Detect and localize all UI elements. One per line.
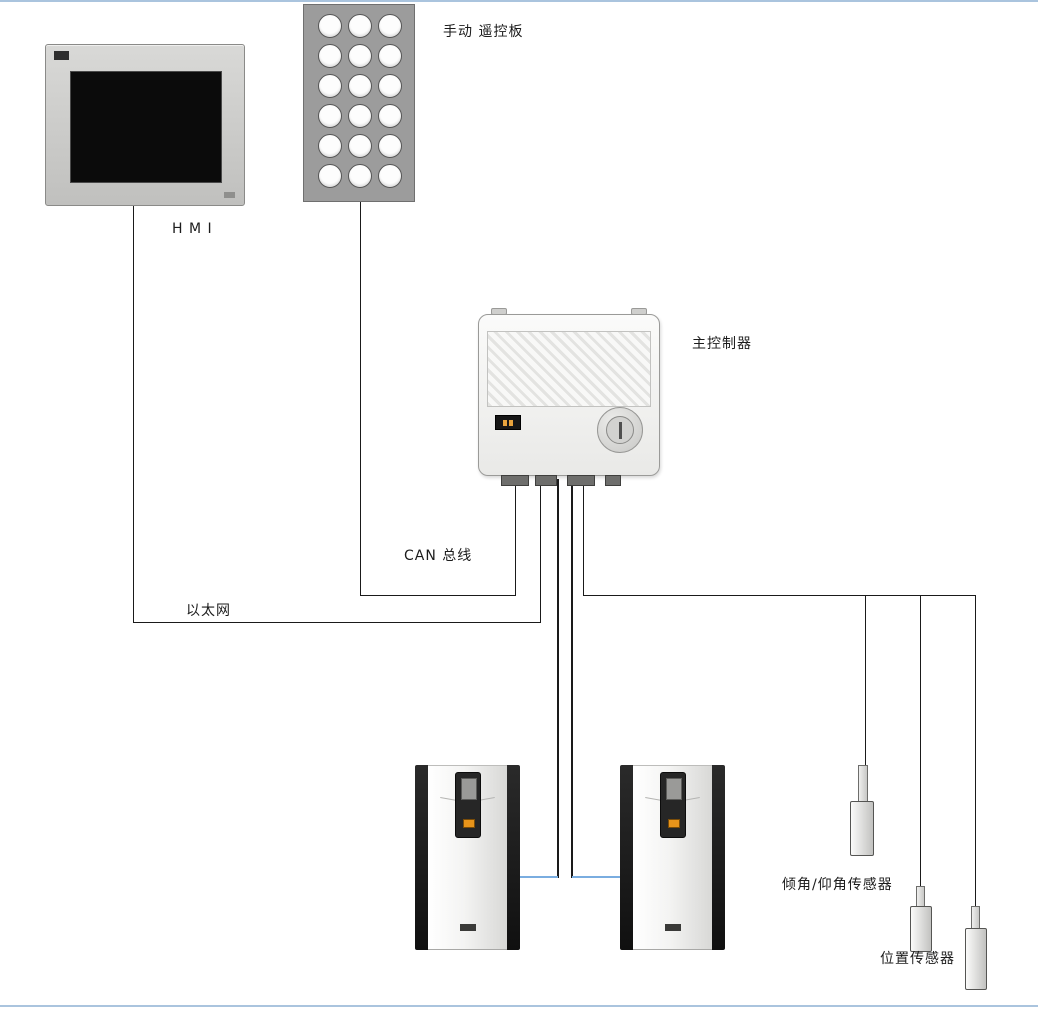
hmi-label: H M I <box>172 221 213 237</box>
controller-vent-grille <box>487 331 651 407</box>
position-sensor-drop-line <box>975 595 976 906</box>
controller-connector <box>501 475 529 486</box>
controller-sensor-riser-line <box>583 479 584 596</box>
drive-display <box>460 778 477 800</box>
drive-heatsink-right <box>507 765 520 950</box>
remote-button <box>318 164 342 188</box>
remote-panel-label: 手动 遥控板 <box>443 24 524 40</box>
controller-connector <box>535 475 557 486</box>
remote-button <box>348 134 372 158</box>
remote-button <box>378 74 402 98</box>
tilt-sensor-label: 倾角/仰角传感器 <box>782 877 893 893</box>
remote-button-grid <box>314 14 406 194</box>
drive-control-module <box>454 772 481 838</box>
controller-ethernet-riser-line <box>540 479 541 623</box>
remote-button <box>318 104 342 128</box>
remote-button <box>318 14 342 38</box>
remote-button <box>348 164 372 188</box>
drive-vent-slot <box>664 924 681 931</box>
br-logo-icon <box>462 819 475 828</box>
drive-right-link-line <box>572 876 620 878</box>
ethernet-label: 以太网 <box>186 603 231 619</box>
tilt-sensor2 <box>910 906 932 952</box>
remote-button <box>318 44 342 68</box>
drive-heatsink-left <box>620 765 633 950</box>
tilt-sensor1-stem <box>858 765 868 803</box>
controller-can-riser-line <box>515 479 516 596</box>
controller-mount-tab <box>631 308 647 315</box>
remote-button <box>378 44 402 68</box>
remote-button <box>318 134 342 158</box>
drive-left-link-line <box>520 876 558 878</box>
drive-left-power-line <box>557 479 559 878</box>
position-sensor <box>965 928 987 990</box>
drive-heatsink-right <box>712 765 725 950</box>
br-logo-icon <box>54 51 69 60</box>
tilt-sensor1-drop-line <box>865 595 866 765</box>
sensor-bus-line <box>583 595 976 596</box>
remote-button <box>378 14 402 38</box>
controller-display <box>495 415 521 430</box>
tilt-sensor2-drop-line <box>920 595 921 886</box>
controller-label: 主控制器 <box>692 336 752 352</box>
top-frame-line <box>0 0 1038 2</box>
drive-right-power-line <box>571 479 573 878</box>
remote-can-drop-line <box>360 202 361 596</box>
controller-mount-tab <box>491 308 507 315</box>
remote-button <box>348 14 372 38</box>
hmi-model-badge <box>224 192 235 198</box>
position-sensor-stem <box>971 906 980 930</box>
remote-button <box>378 164 402 188</box>
ethernet-bus-line <box>133 622 541 623</box>
can-bus-label: CAN 总线 <box>404 548 473 564</box>
tilt-sensor1 <box>850 801 874 856</box>
hmi-panel <box>45 44 245 206</box>
remote-button <box>318 74 342 98</box>
main-controller <box>478 308 660 486</box>
key-switch-knob-icon <box>606 416 634 444</box>
controller-key-switch <box>597 407 643 453</box>
remote-button <box>348 74 372 98</box>
remote-button <box>378 134 402 158</box>
servo-drive-left <box>415 765 520 950</box>
remote-button <box>348 44 372 68</box>
drive-display <box>665 778 682 800</box>
position-sensor-label: 位置传感器 <box>880 951 955 967</box>
drive-vent-slot <box>459 924 476 931</box>
remote-control-panel <box>303 4 415 202</box>
can-bus-line <box>360 595 516 596</box>
drive-control-module <box>659 772 686 838</box>
tilt-sensor2-stem <box>916 886 925 908</box>
drive-heatsink-left <box>415 765 428 950</box>
hmi-ethernet-drop-line <box>133 206 134 623</box>
controller-connector <box>567 475 595 486</box>
br-logo-icon <box>667 819 680 828</box>
bottom-frame-line <box>0 1005 1038 1007</box>
remote-button <box>348 104 372 128</box>
controller-connector <box>605 475 621 486</box>
servo-drive-right <box>620 765 725 950</box>
hmi-screen <box>70 71 222 183</box>
remote-button <box>378 104 402 128</box>
